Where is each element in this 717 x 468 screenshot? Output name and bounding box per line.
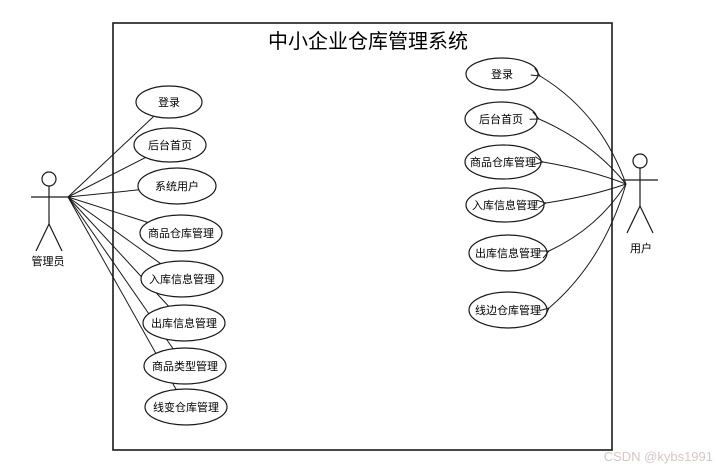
watermark: CSDN @kybs1991	[604, 449, 713, 464]
usecase-right-backend-home: 后台首页	[464, 101, 538, 137]
actor-leg	[639, 205, 654, 234]
usecase-label: 后台首页	[479, 112, 523, 126]
usecase-left-inbound-info: 入库信息管理	[140, 260, 224, 298]
diagram-title: 中小企业仓库管理系统	[268, 30, 468, 53]
usecase-label: 线边仓库管理	[475, 303, 541, 317]
actor-head	[41, 171, 57, 187]
usecase-right-inbound-info: 入库信息管理	[465, 187, 545, 223]
usecase-label: 登录	[491, 67, 513, 81]
association-line	[67, 196, 185, 324]
association-arrow	[539, 183, 627, 317]
left-usecases: 登录 后台首页 系统用户 商品仓库管理 入库信息管理 出库信息管理 商品类型管理	[133, 85, 228, 426]
usecase-label: 商品仓库管理	[148, 226, 214, 240]
right-usecases: 登录 后台首页 商品仓库管理 入库信息管理 出库信息管理 线边仓库管理	[464, 57, 548, 329]
usecase-label: 后台首页	[148, 138, 192, 152]
usecase-right-login: 登录	[465, 57, 539, 91]
association-arrow	[536, 183, 627, 209]
usecase-left-outbound-info: 出库信息管理	[142, 304, 226, 342]
usecase-right-outbound-info: 出库信息管理	[468, 234, 548, 272]
usecase-left-system-users: 系统用户	[137, 167, 217, 205]
actor-leg	[48, 223, 63, 252]
usecase-label: 线变仓库管理	[153, 400, 219, 414]
association-arrow	[530, 67, 627, 185]
user-actor: 用户	[622, 153, 658, 255]
admin-actor: 管理员	[31, 171, 68, 268]
usecase-label: 商品类型管理	[152, 359, 218, 373]
actor-head	[632, 153, 648, 169]
usecase-left-goods-warehouse: 商品仓库管理	[139, 214, 223, 252]
usecase-left-goods-type: 商品类型管理	[143, 347, 227, 385]
usecase-label: 出库信息管理	[151, 316, 217, 330]
actor-leg	[35, 223, 50, 252]
association-arrow	[529, 111, 627, 185]
usecase-right-lineside-warehouse: 线边仓库管理	[468, 291, 548, 329]
actor-leg	[626, 205, 641, 234]
association-line	[67, 101, 170, 198]
usecase-label: 入库信息管理	[472, 198, 538, 212]
system-boundary	[112, 22, 613, 451]
user-actor-label: 用户	[630, 241, 652, 255]
association-arrow	[533, 156, 627, 185]
user-association-arrows	[529, 67, 627, 317]
usecase-label: 出库信息管理	[475, 246, 541, 260]
admin-actor-label: 管理员	[32, 254, 65, 268]
usecase-left-login: 登录	[135, 85, 203, 119]
usecase-label: 系统用户	[155, 179, 199, 193]
usecase-label: 入库信息管理	[149, 272, 215, 286]
association-arrow	[539, 183, 627, 259]
usecase-label: 商品仓库管理	[470, 155, 536, 169]
usecase-right-goods-warehouse: 商品仓库管理	[464, 144, 542, 180]
usecase-left-backend-home: 后台首页	[133, 127, 207, 163]
usecase-label: 登录	[158, 95, 180, 109]
usecase-left-lineside-warehouse: 线变仓库管理	[144, 388, 228, 426]
